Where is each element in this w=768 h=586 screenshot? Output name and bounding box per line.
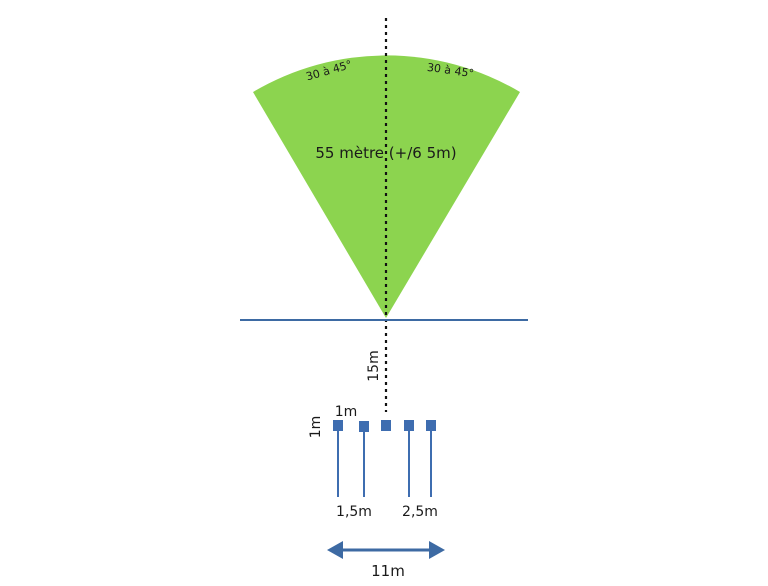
marker-2 [359,421,369,432]
marker-size-label: 1m [335,404,358,420]
distance-label: 55 mètre (+/6 5m) [315,144,456,162]
marker-4 [404,420,414,431]
marker-3 [381,420,391,431]
marker-5 [426,420,436,431]
marker-1 [333,420,343,431]
spacing-right-label: 2,5m [402,504,438,520]
width-arrow-left-head [327,541,343,559]
spacing-left-label: 1,5m [336,504,372,520]
width-arrow-right-head [429,541,445,559]
marker-height-label: 1m [308,416,324,439]
total-width-label: 11m [371,562,405,580]
setback-label: 15m [366,350,382,381]
